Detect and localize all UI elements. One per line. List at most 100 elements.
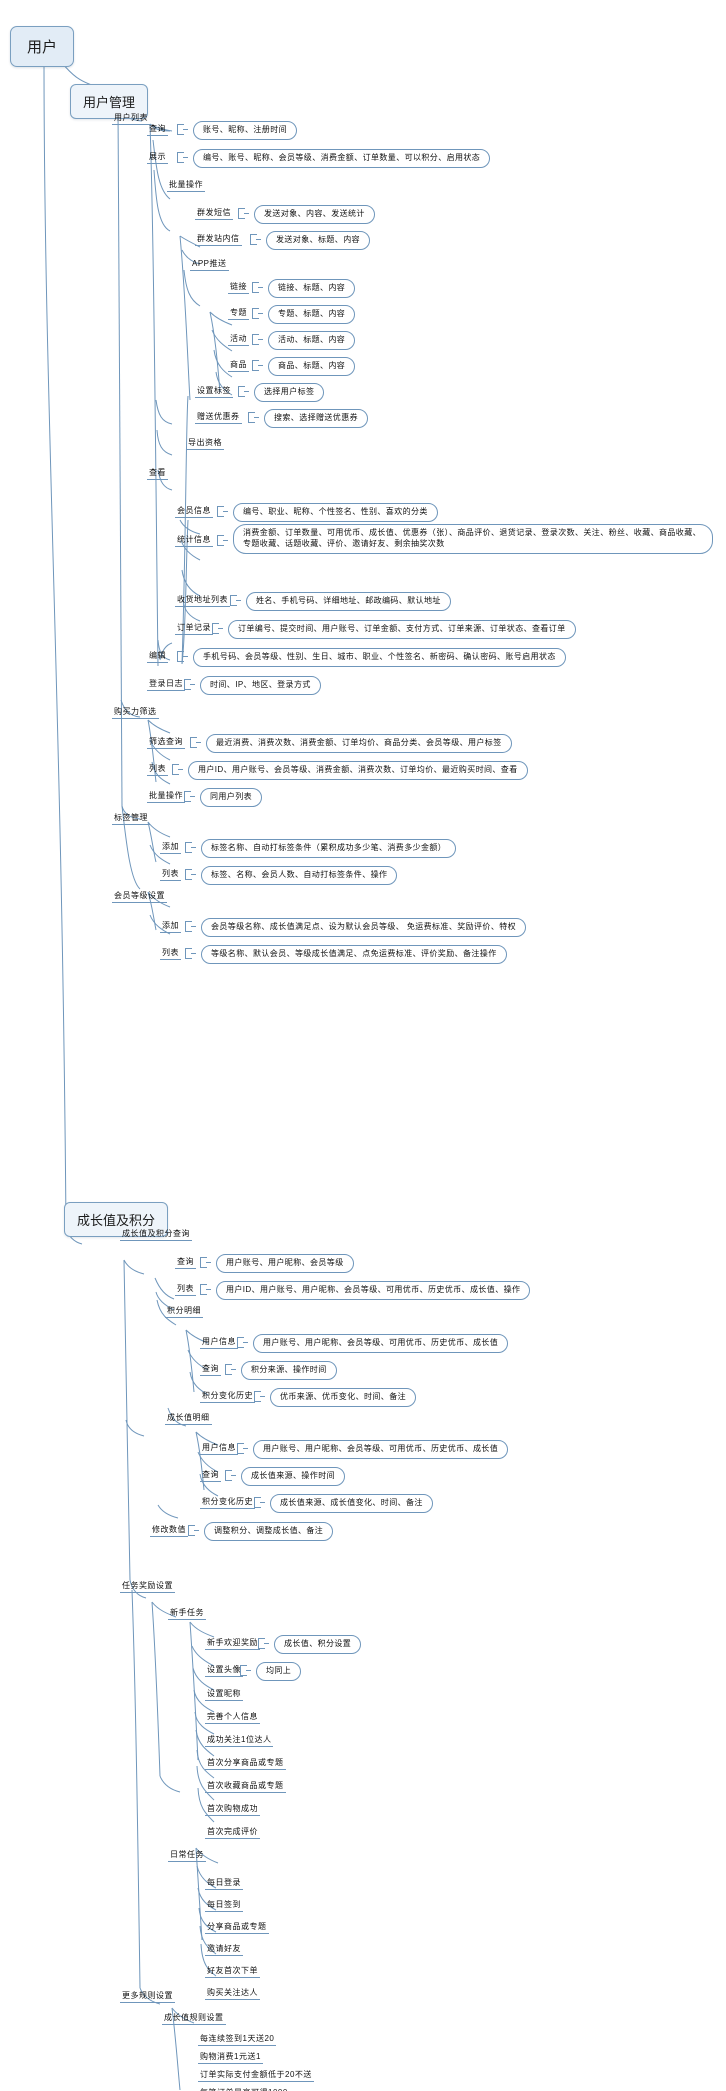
node-pd-history-value[interactable]: 优币来源、优币变化、时间、备注 xyxy=(270,1388,416,1407)
node-newbie-item-0[interactable]: 设置昵称 xyxy=(205,1688,243,1701)
node-export-qualification[interactable]: 导出资格 xyxy=(186,437,224,450)
node-member-info-key[interactable]: 会员信息 xyxy=(175,505,213,518)
node-gpq-list-value[interactable]: 用户ID、用户账号、用户昵称、会员等级、可用优币、历史优币、成长值、操作 xyxy=(216,1281,531,1300)
node-pd-query-key[interactable]: 查询 xyxy=(200,1363,221,1376)
node-task-reward-settings[interactable]: 任务奖励设置 xyxy=(120,1580,175,1593)
node-growth-points-query[interactable]: 成长值及积分查询 xyxy=(120,1228,192,1241)
node-app-push-link-value[interactable]: 链接、标题、内容 xyxy=(268,279,356,298)
node-app-push[interactable]: APP推送 xyxy=(190,258,229,271)
node-newbie-item-3[interactable]: 首次分享商品或专题 xyxy=(205,1757,286,1770)
node-growth-rule-item-3[interactable]: 每笔订单最高可得1000 xyxy=(198,2087,290,2091)
node-growth-rule-item-0[interactable]: 每连续签到1天送20 xyxy=(198,2033,277,2046)
node-newbie-welcome-value[interactable]: 成长值、积分设置 xyxy=(274,1635,362,1654)
node-pd-user-key[interactable]: 用户信息 xyxy=(200,1336,238,1349)
node-set-tag-key[interactable]: 设置标签 xyxy=(195,385,233,398)
node-tag-add-key[interactable]: 添加 xyxy=(160,841,181,854)
node-stat-info-key[interactable]: 统计信息 xyxy=(175,534,213,547)
node-pd-query-value[interactable]: 积分来源、操作时间 xyxy=(241,1361,337,1380)
node-growth-rule-item-2[interactable]: 订单实际支付金额低于20不送 xyxy=(198,2069,314,2082)
node-tag-management[interactable]: 标签管理 xyxy=(112,812,150,825)
node-order-record-key[interactable]: 订单记录 xyxy=(175,622,213,635)
node-pd-history-key[interactable]: 积分变化历史 xyxy=(200,1390,255,1403)
node-growth-detail[interactable]: 成长值明细 xyxy=(165,1412,212,1425)
node-level-list-value[interactable]: 等级名称、默认会员、等级成长值满足、点免运费标准、评价奖励、备注操作 xyxy=(201,945,507,964)
node-daily-item-5[interactable]: 购买关注达人 xyxy=(205,1987,260,2000)
node-app-push-topic-key[interactable]: 专题 xyxy=(228,307,249,320)
node-purchase-batch-key[interactable]: 批量操作 xyxy=(147,790,185,803)
node-tag-list-key[interactable]: 列表 xyxy=(160,868,181,881)
node-user-list-show-key[interactable]: 展示 xyxy=(147,151,168,164)
node-user-list-query-value[interactable]: 账号、昵称、注册时间 xyxy=(193,121,297,140)
node-edit-value[interactable]: 手机号码、会员等级、性别、生日、城市、职业、个性签名、新密码、确认密码、账号启用… xyxy=(193,648,566,667)
node-set-tag-value[interactable]: 选择用户标签 xyxy=(254,383,325,402)
node-level-list-key[interactable]: 列表 xyxy=(160,947,181,960)
node-batch-operation[interactable]: 批量操作 xyxy=(167,179,205,192)
node-modify-value-key[interactable]: 修改数值 xyxy=(150,1524,188,1537)
node-level-add-key[interactable]: 添加 xyxy=(160,920,181,933)
node-gd-user-key[interactable]: 用户信息 xyxy=(200,1442,238,1455)
node-newbie-item-1[interactable]: 完善个人信息 xyxy=(205,1711,260,1724)
node-modify-value-value[interactable]: 调整积分、调整成长值、备注 xyxy=(204,1522,334,1541)
node-newbie-item-2[interactable]: 成功关注1位达人 xyxy=(205,1734,274,1747)
node-set-avatar-value[interactable]: 均同上 xyxy=(256,1662,302,1681)
node-newbie-task[interactable]: 新手任务 xyxy=(168,1607,206,1620)
node-gpq-query-key[interactable]: 查询 xyxy=(175,1256,196,1269)
node-tag-list-value[interactable]: 标签、名称、会员人数、自动打标签条件、操作 xyxy=(201,866,398,885)
node-newbie-item-6[interactable]: 首次完成评价 xyxy=(205,1826,260,1839)
node-growth-rule-settings[interactable]: 成长值规则设置 xyxy=(162,2012,226,2025)
node-login-log-value[interactable]: 时间、IP、地区、登录方式 xyxy=(200,676,321,695)
node-user-list-show-value[interactable]: 编号、账号、昵称、会员等级、消费金额、订单数量、可以积分、启用状态 xyxy=(193,149,491,168)
node-purchase-list-value[interactable]: 用户ID、用户账号、会员等级、消费金额、消费次数、订单均价、最近购买时间、查看 xyxy=(188,761,528,780)
node-app-push-topic-value[interactable]: 专题、标题、内容 xyxy=(268,305,356,324)
node-user-management[interactable]: 用户管理 xyxy=(70,84,149,119)
node-point-detail[interactable]: 积分明细 xyxy=(165,1305,203,1318)
node-stat-info-value[interactable]: 消费金额、订单数量、可用优币、成长值、优惠券（张）、商品评价、退货记录、登录次数… xyxy=(233,524,713,554)
node-edit-key[interactable]: 编辑 xyxy=(147,650,168,663)
node-filter-query-key[interactable]: 筛选查询 xyxy=(147,736,185,749)
node-daily-item-2[interactable]: 分享商品或专题 xyxy=(205,1921,269,1934)
node-view[interactable]: 查看 xyxy=(147,467,168,480)
node-app-push-link-key[interactable]: 链接 xyxy=(228,281,249,294)
node-bulk-sms-key[interactable]: 群发短信 xyxy=(195,207,233,220)
node-user-list-query-key[interactable]: 查询 xyxy=(147,123,168,136)
node-app-push-activity-value[interactable]: 活动、标题、内容 xyxy=(268,331,356,350)
node-gd-history-key[interactable]: 积分变化历史 xyxy=(200,1496,255,1509)
node-gd-query-value[interactable]: 成长值来源、操作时间 xyxy=(241,1467,345,1486)
node-bulk-sms-value[interactable]: 发送对象、内容、发送统计 xyxy=(254,205,375,224)
node-daily-item-4[interactable]: 好友首次下单 xyxy=(205,1965,260,1978)
node-filter-query-value[interactable]: 最近消费、消费次数、消费金额、订单均价、商品分类、会员等级、用户标签 xyxy=(206,734,512,753)
node-purchase-batch-value[interactable]: 同用户列表 xyxy=(200,788,262,807)
node-newbie-item-4[interactable]: 首次收藏商品或专题 xyxy=(205,1780,286,1793)
node-address-list-key[interactable]: 收货地址列表 xyxy=(175,594,230,607)
node-daily-item-0[interactable]: 每日登录 xyxy=(205,1877,243,1890)
node-level-add-value[interactable]: 会员等级名称、成长值满足点、设为默认会员等级、 免运费标准、奖励评价、特权 xyxy=(201,918,527,937)
node-growth-rule-item-1[interactable]: 购物消费1元送1 xyxy=(198,2051,263,2064)
node-bulk-inmail-value[interactable]: 发送对象、标题、内容 xyxy=(266,231,370,250)
mindmap-root-node[interactable]: 用户 xyxy=(10,26,75,67)
node-growth-and-points[interactable]: 成长值及积分 xyxy=(64,1202,169,1237)
node-bulk-inmail-key[interactable]: 群发站内信 xyxy=(195,233,242,246)
node-daily-item-1[interactable]: 每日签到 xyxy=(205,1899,243,1912)
node-member-info-value[interactable]: 编号、职业、昵称、个性签名、性别、喜欢的分类 xyxy=(233,503,438,522)
node-gift-coupon-value[interactable]: 搜索、选择赠送优惠券 xyxy=(264,409,368,428)
node-tag-add-value[interactable]: 标签名称、自动打标签条件（累积成功多少笔、消费多少金额） xyxy=(201,839,457,858)
node-gpq-list-key[interactable]: 列表 xyxy=(175,1283,196,1296)
node-user-list[interactable]: 用户列表 xyxy=(112,112,150,125)
node-newbie-welcome-key[interactable]: 新手欢迎奖励 xyxy=(205,1637,260,1650)
node-gift-coupon-key[interactable]: 赠送优惠券 xyxy=(195,411,242,424)
node-pd-user-value[interactable]: 用户账号、用户昵称、会员等级、可用优币、历史优币、成长值 xyxy=(253,1334,509,1353)
node-gd-query-key[interactable]: 查询 xyxy=(200,1469,221,1482)
node-gd-user-value[interactable]: 用户账号、用户昵称、会员等级、可用优币、历史优币、成长值 xyxy=(253,1440,509,1459)
node-app-push-goods-value[interactable]: 商品、标题、内容 xyxy=(268,357,356,376)
node-app-push-activity-key[interactable]: 活动 xyxy=(228,333,249,346)
node-login-log-key[interactable]: 登录日志 xyxy=(147,678,185,691)
node-order-record-value[interactable]: 订单编号、提交时间、用户账号、订单金额、支付方式、订单来源、订单状态、查看订单 xyxy=(228,620,576,639)
node-gd-history-value[interactable]: 成长值来源、成长值变化、时间、备注 xyxy=(270,1494,433,1513)
node-daily-task[interactable]: 日常任务 xyxy=(168,1849,206,1862)
node-app-push-goods-key[interactable]: 商品 xyxy=(228,359,249,372)
node-more-rule-settings[interactable]: 更多规则设置 xyxy=(120,1990,175,2003)
node-newbie-item-5[interactable]: 首次购物成功 xyxy=(205,1803,260,1816)
node-set-avatar-key[interactable]: 设置头像 xyxy=(205,1664,243,1677)
node-purchase-list-key[interactable]: 列表 xyxy=(147,763,168,776)
node-member-level-settings[interactable]: 会员等级设置 xyxy=(112,890,167,903)
